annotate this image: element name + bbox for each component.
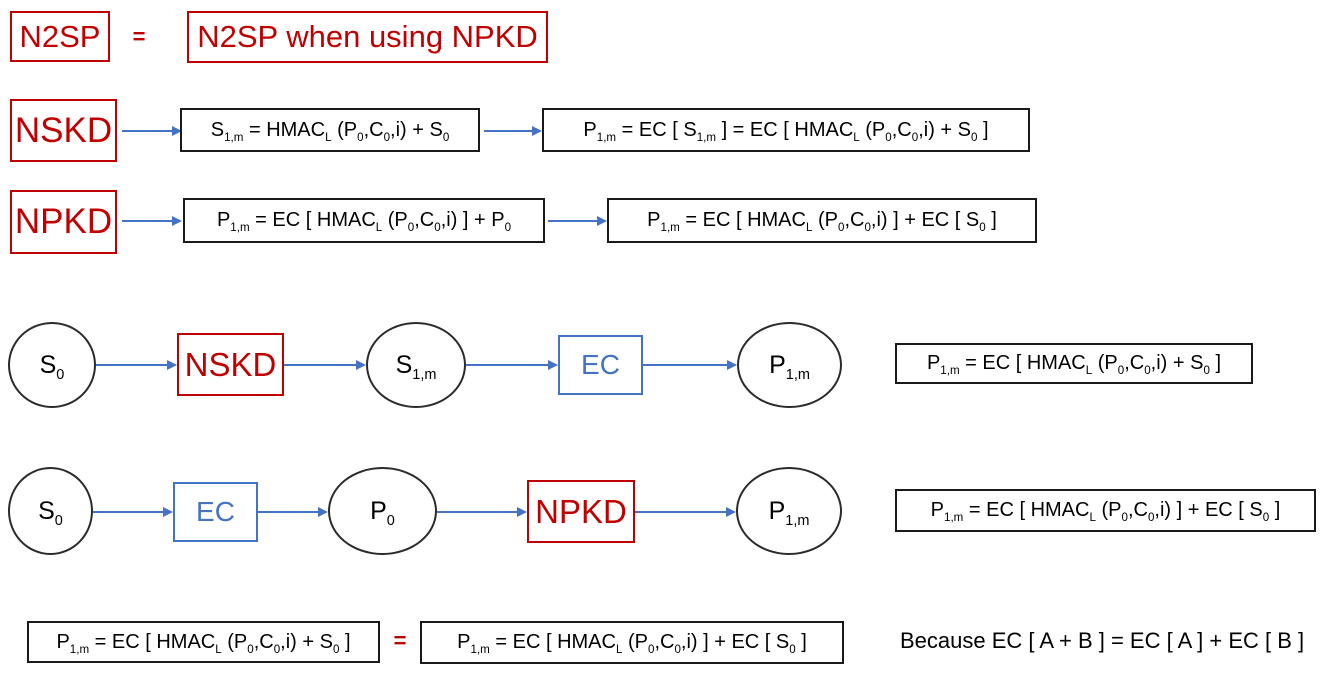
nskd-step1-formula: S1,m = HMACL (P0,C0,i) + S0	[210, 118, 450, 144]
arrow-icon	[258, 507, 328, 517]
npkd-flow-process-box: NPKD	[527, 480, 635, 543]
node-label: P0	[370, 496, 395, 529]
nskd-flow-result-formula: P1,m = EC [ HMACL (P0,C0,i) + S0 ]	[926, 352, 1222, 377]
nskd-flow-ec-box: EC	[558, 335, 643, 395]
nskd-label: NSKD	[14, 110, 113, 150]
n2sp-title-box: N2SP	[10, 11, 110, 62]
ec-label: EC	[581, 349, 620, 380]
npkd-flow-intermediate-node: P0	[328, 467, 437, 555]
arrow-icon	[484, 126, 542, 136]
npkd-step1-formula-box: P1,m = EC [ HMACL (P0,C0,i) ] + P0	[183, 198, 545, 243]
node-label: S0	[39, 350, 65, 383]
equivalence-equals-sign: =	[393, 628, 407, 653]
nskd-step2-formula-box: P1,m = EC [ S1,m ] = EC [ HMACL (P0,C0,i…	[542, 108, 1030, 152]
equivalence-left-box: P1,m = EC [ HMACL (P0,C0,i) + S0 ]	[27, 621, 380, 663]
npkd-flow-result-box: P1,m = EC [ HMACL (P0,C0,i) ] + EC [ S0 …	[895, 489, 1316, 532]
node-label: P1,m	[768, 496, 810, 529]
equivalence-left-formula: P1,m = EC [ HMACL (P0,C0,i) + S0 ]	[56, 630, 351, 656]
arrow-icon	[643, 360, 737, 370]
nskd-flow-input-node: S0	[8, 322, 96, 408]
node-label: S1,m	[395, 350, 437, 383]
arrow-icon	[466, 360, 558, 370]
nskd-flow-process-label: NSKD	[184, 345, 277, 383]
npkd-step1-formula: P1,m = EC [ HMACL (P0,C0,i) ] + P0	[216, 209, 512, 234]
arrow-icon	[93, 507, 173, 517]
npkd-step2-formula-box: P1,m = EC [ HMACL (P0,C0,i) ] + EC [ S0 …	[607, 198, 1037, 243]
npkd-flow-input-node: S0	[8, 467, 93, 555]
n2sp-title-label: N2SP	[19, 18, 101, 54]
nskd-step2-formula: P1,m = EC [ S1,m ] = EC [ HMACL (P0,C0,i…	[583, 118, 989, 144]
equivalence-reason-text: Because EC [ A + B ] = EC [ A ] + EC [ B…	[900, 628, 1305, 653]
nskd-flow-result-box: P1,m = EC [ HMACL (P0,C0,i) + S0 ]	[895, 343, 1253, 384]
nskd-flow-process-box: NSKD	[177, 333, 284, 396]
nskd-definition-box: NSKD	[10, 99, 117, 162]
arrow-icon	[96, 360, 177, 370]
title-equals-sign: =	[132, 24, 146, 49]
npkd-flow-process-label: NPKD	[535, 492, 627, 530]
equivalence-right-formula: P1,m = EC [ HMACL (P0,C0,i) ] + EC [ S0 …	[457, 631, 807, 656]
npkd-step2-formula: P1,m = EC [ HMACL (P0,C0,i) ] + EC [ S0 …	[647, 209, 997, 234]
n2sp-definition-box: N2SP when using NPKD	[187, 11, 548, 63]
npkd-flow-output-node: P1,m	[736, 467, 842, 555]
nskd-step1-formula-box: S1,m = HMACL (P0,C0,i) + S0	[180, 108, 480, 152]
arrow-icon	[284, 360, 366, 370]
npkd-label: NPKD	[14, 202, 113, 241]
arrow-icon	[635, 507, 736, 517]
equivalence-right-box: P1,m = EC [ HMACL (P0,C0,i) ] + EC [ S0 …	[420, 621, 844, 664]
arrow-icon	[548, 216, 607, 226]
arrow-icon	[437, 507, 527, 517]
ec-label: EC	[196, 496, 235, 527]
node-label: S0	[38, 496, 63, 529]
n2sp-definition-label: N2SP when using NPKD	[197, 19, 538, 54]
arrow-icon	[122, 216, 182, 226]
node-label: P1,m	[769, 350, 810, 383]
nskd-flow-output-node: P1,m	[737, 322, 842, 408]
npkd-flow-ec-box: EC	[173, 482, 258, 542]
nskd-flow-intermediate-node: S1,m	[366, 322, 466, 408]
npkd-flow-result-formula: P1,m = EC [ HMACL (P0,C0,i) ] + EC [ S0 …	[930, 499, 1281, 524]
arrow-icon	[122, 126, 182, 136]
npkd-definition-box: NPKD	[10, 190, 117, 254]
